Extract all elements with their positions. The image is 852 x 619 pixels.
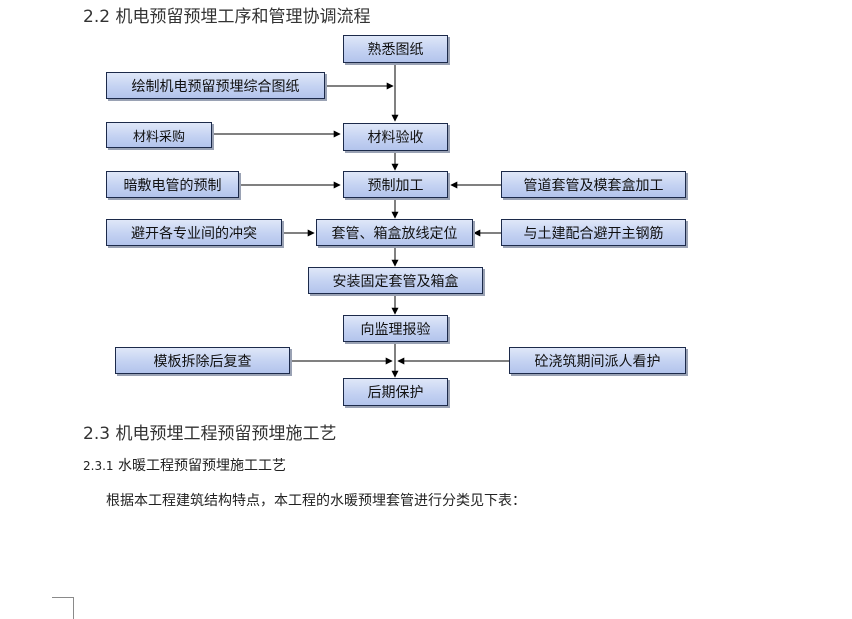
section-2-3-1-heading: 2.3.1 水暖工程预留预埋施工工艺 [83, 455, 286, 475]
input-conduit-prefab: 暗敷电管的预制 [106, 171, 239, 198]
input-label: 绘制机电预留预埋综合图纸 [131, 78, 300, 95]
step-report-supervision: 向监理报验 [343, 315, 448, 342]
input-label: 材料采购 [132, 129, 185, 145]
input-label: 模板拆除后复查 [153, 353, 252, 370]
input-label: 砼浇筑期间派人看护 [534, 353, 661, 370]
page-corner-marker [52, 597, 74, 619]
step-label: 熟悉图纸 [367, 42, 424, 58]
step-positioning: 套管、箱盒放线定位 [316, 219, 473, 246]
step-label: 后期保护 [367, 385, 424, 401]
input-pouring-watch: 砼浇筑期间派人看护 [509, 347, 686, 374]
input-label: 与土建配合避开主钢筋 [523, 225, 664, 242]
step-label: 套管、箱盒放线定位 [331, 225, 458, 242]
step-protection: 后期保护 [343, 378, 448, 406]
input-label: 避开各专业间的冲突 [131, 225, 257, 242]
input-avoid-conflict: 避开各专业间的冲突 [106, 219, 282, 246]
section-2-3-heading: 2.3 机电预埋工程预留预埋施工艺 [83, 419, 336, 444]
section-title: 水暖工程预留预埋施工工艺 [118, 458, 286, 474]
step-material-acceptance: 材料验收 [343, 123, 448, 151]
section-number: 2.3.1 [83, 459, 114, 473]
step-familiarize-drawings: 熟悉图纸 [343, 35, 448, 63]
section-title: 机电预埋工程预留预埋施工艺 [115, 424, 337, 444]
input-label: 暗敷电管的预制 [123, 177, 222, 194]
input-avoid-rebar: 与土建配合避开主钢筋 [501, 219, 686, 246]
section-2-2-heading: 2.2 机电预留预埋工序和管理协调流程 [83, 2, 370, 27]
section-title: 机电预留预埋工序和管理协调流程 [115, 7, 371, 27]
input-formwork-check: 模板拆除后复查 [115, 347, 290, 374]
section-number: 2.3 [83, 424, 111, 444]
step-label: 向监理报验 [360, 321, 431, 338]
input-composite-drawing: 绘制机电预留预埋综合图纸 [106, 72, 325, 99]
step-label: 安装固定套管及箱盒 [332, 273, 459, 290]
step-prefabrication: 预制加工 [343, 171, 448, 198]
input-procurement: 材料采购 [106, 122, 212, 148]
input-sleeve-processing: 管道套管及模套盒加工 [501, 171, 686, 198]
step-install-fix: 安装固定套管及箱盒 [308, 267, 483, 294]
step-label: 材料验收 [367, 130, 424, 146]
input-label: 管道套管及模套盒加工 [523, 177, 664, 194]
section-number: 2.2 [83, 7, 111, 27]
body-paragraph: 根据本工程建筑结构特点，本工程的水暖预埋套管进行分类见下表： [106, 493, 526, 509]
step-label: 预制加工 [367, 177, 424, 194]
